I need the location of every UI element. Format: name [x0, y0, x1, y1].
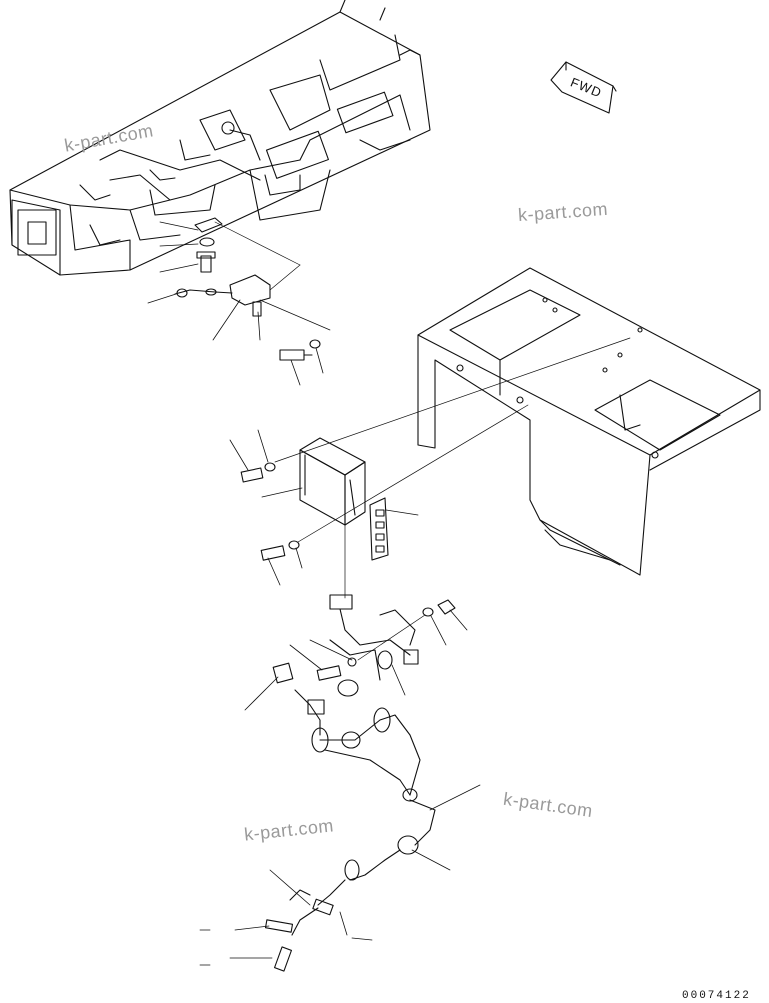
ground-clamp-group — [174, 217, 321, 361]
controller-box — [299, 437, 366, 526]
drawing-number: 00074122 — [682, 990, 751, 1002]
harness-fasteners — [316, 599, 456, 681]
wiring-harness — [264, 594, 436, 972]
fwd-arrow-icon — [550, 61, 617, 114]
assembly-lines — [214, 221, 631, 661]
cab-floor-frame — [417, 267, 761, 576]
leader-lines — [147, 221, 481, 966]
dashboard-frame — [9, 0, 431, 276]
controller-bolts — [240, 462, 300, 561]
relay-terminal-strip — [369, 497, 389, 561]
